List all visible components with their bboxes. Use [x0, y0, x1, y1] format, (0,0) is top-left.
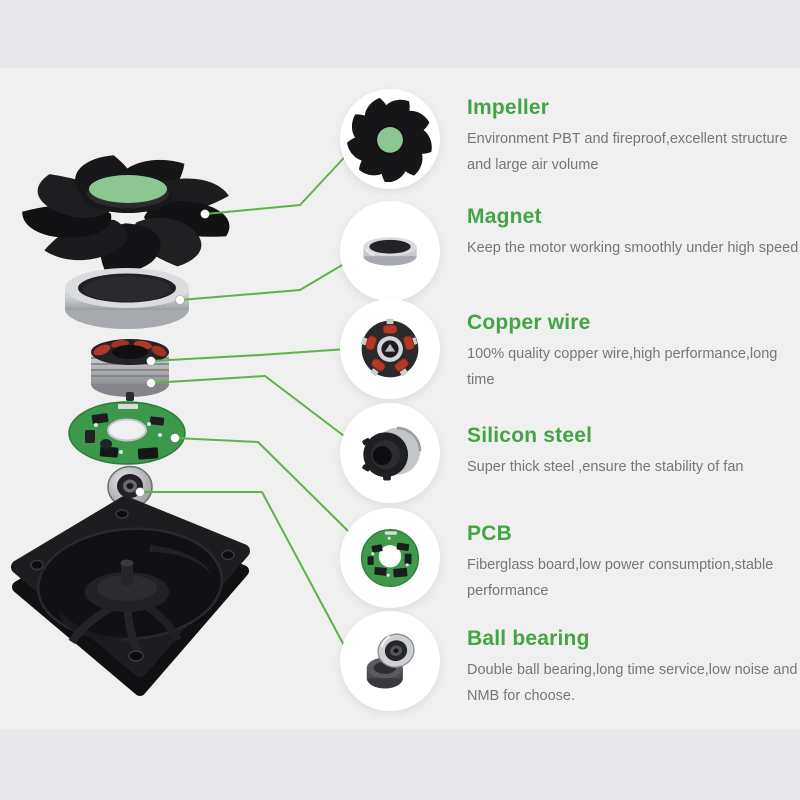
callout-lines — [139, 146, 355, 652]
magnet-ring-icon — [340, 201, 440, 301]
magnet-art — [65, 268, 189, 329]
callout-line-impeller — [204, 146, 355, 215]
part-description: 100% quality copper wire,high performanc… — [467, 346, 778, 388]
part-row-ball-bearing: Ball bearing Double ball bearing,long ti… — [0, 611, 800, 713]
silicon-steel-icon — [340, 403, 440, 503]
callout-dot-magnet — [175, 295, 185, 305]
callout-dot-copper-wire — [146, 356, 156, 366]
fan-frame-art — [11, 496, 250, 696]
callout-line-pcb — [174, 437, 349, 532]
callout-dot-impeller — [200, 209, 210, 219]
callout-line-silicon-steel — [150, 375, 353, 443]
part-title: Ball bearing — [467, 627, 590, 650]
callout-line-ball-bearing — [139, 491, 348, 652]
callout-dot-silicon-steel — [146, 378, 156, 388]
top-gray-band — [0, 0, 800, 68]
part-title: Magnet — [467, 205, 542, 228]
part-title: Copper wire — [467, 311, 591, 334]
callout-line-copper-wire — [150, 348, 348, 362]
pcb-art — [68, 401, 186, 465]
part-title: Impeller — [467, 96, 550, 119]
impeller-art — [22, 155, 230, 273]
ball-bearing-icon — [340, 611, 440, 711]
pcb-icon — [340, 508, 440, 608]
part-description: Keep the motor working smoothly under hi… — [467, 240, 799, 256]
part-title: PCB — [467, 522, 512, 545]
part-row-impeller: Impeller Environment PBT and fireproof,e… — [0, 89, 800, 191]
part-description: Double ball bearing,long time service,lo… — [467, 662, 798, 704]
copper-rotor-icon — [340, 299, 440, 399]
bottom-gray-band — [0, 729, 800, 800]
impeller-icon — [340, 89, 440, 189]
part-row-silicon-steel: Silicon steel Super thick steel ,ensure … — [0, 403, 800, 505]
part-description: Super thick steel ,ensure the stability … — [467, 459, 744, 475]
part-row-copper-wire: Copper wire 100% quality copper wire,hig… — [0, 299, 800, 401]
callout-dots — [135, 209, 210, 497]
part-row-pcb: PCB Fiberglass board,low power consumpti… — [0, 508, 800, 610]
part-title: Silicon steel — [467, 424, 593, 447]
callout-line-magnet — [179, 257, 355, 301]
part-description: Fiberglass board,low power consumption,s… — [467, 557, 774, 599]
part-description: Environment PBT and fireproof,excellent … — [467, 131, 788, 173]
callout-dot-pcb — [170, 433, 180, 443]
part-row-magnet: Magnet Keep the motor working smoothly u… — [0, 201, 800, 303]
callout-dot-ball-bearing — [135, 487, 145, 497]
